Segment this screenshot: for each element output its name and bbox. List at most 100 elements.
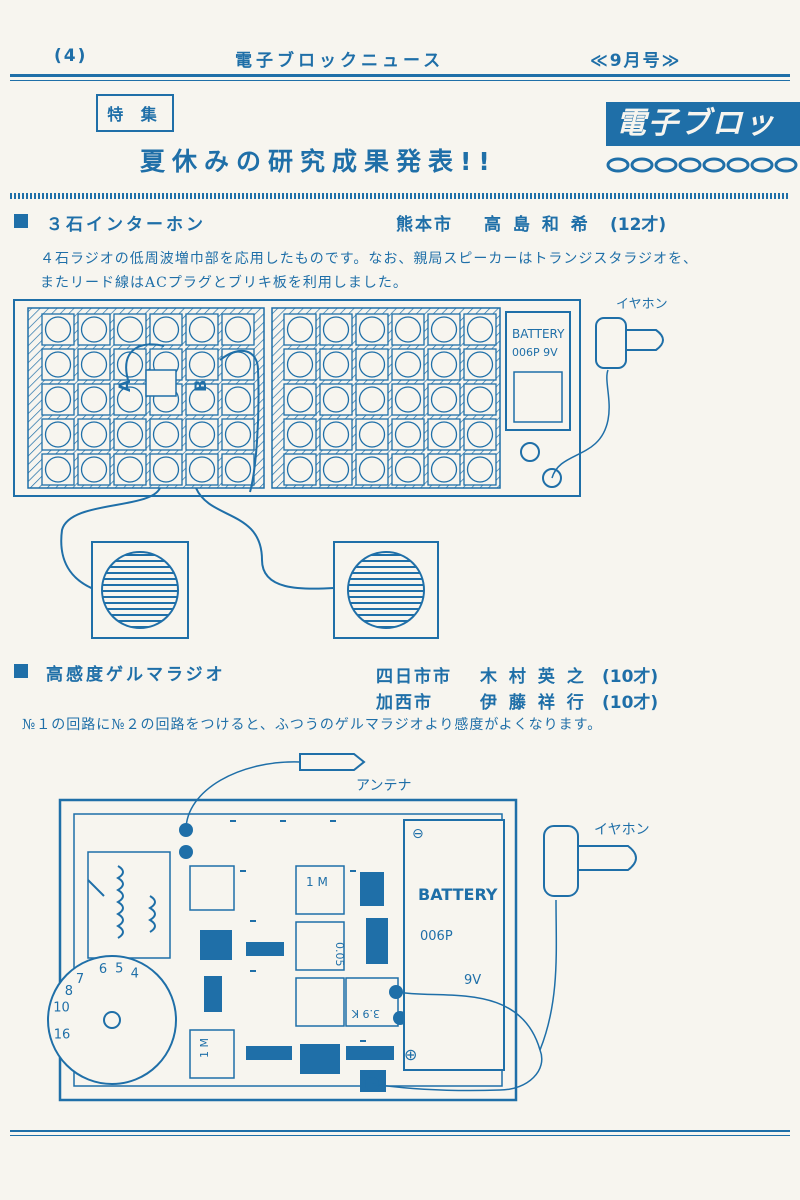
circuit-block [283,348,317,381]
circuit-block [355,418,389,451]
resistor-1m-label: 1 M [198,1038,211,1058]
section2-author2-city: 加西市 [376,693,433,713]
wire-block [204,976,222,1012]
circuit-block [185,348,219,381]
terminal-mark [230,820,236,822]
circuit-block [77,313,111,346]
block-symbol-icon [224,386,252,413]
circuit-block [463,348,497,381]
circuit-block [391,453,425,486]
block-symbol-icon [466,456,494,483]
footer-rule [10,1130,790,1132]
circuit-block [185,453,219,486]
section2-author2-name: 伊 藤 祥 行 [480,693,587,713]
connector-terminal [389,985,403,999]
circuit-block [77,348,111,381]
block-symbol-icon [322,421,350,448]
block-symbol-icon [358,386,386,413]
block-symbol-icon [358,351,386,378]
block-symbol-icon [224,316,252,343]
switch-b-label: B [191,380,210,392]
dial-center [103,1011,121,1029]
wire-block [246,1046,292,1060]
block-symbol-icon [44,456,72,483]
block-symbol-icon [44,351,72,378]
dial-label: 4 [131,966,139,981]
feature-headline: 夏休みの研究成果発表!! [140,147,497,176]
block-symbol-icon [358,421,386,448]
dial-label: 16 [54,1027,71,1042]
circuit-block [355,348,389,381]
block-symbol-icon [188,456,216,483]
block-symbol-icon [394,386,422,413]
circuit-block [427,348,461,381]
speaker-wire-right [195,487,335,590]
block-symbol-icon [394,316,422,343]
circuit-block [41,313,75,346]
battery-plus-icon: ⊕ [404,1045,417,1064]
switch-a-label: A [115,379,134,392]
circuit-block [283,313,317,346]
wire-block [200,930,232,960]
wire-block [300,1044,340,1074]
block-symbol-icon [286,351,314,378]
section1-description-line1: ４石ラジオの低周波増巾部を応用したものです。なお、親局スピーカーはトランジスタラ… [40,251,699,267]
antenna-label: アンテナ [356,778,411,794]
battery-006p [403,819,505,1071]
block-symbol-icon [152,456,180,483]
block-symbol-icon [430,421,458,448]
chain-link-icon [774,157,798,173]
battery-9v [505,311,571,431]
capacitor-block [295,921,345,971]
block-symbol-icon [466,316,494,343]
terminal-mark [360,1040,366,1042]
block-symbol-icon [430,456,458,483]
header-rule [10,74,790,77]
section2-author1-age: (10才) [602,667,659,687]
resistor-block [295,865,345,915]
circuit-block [149,418,183,451]
dial-label: 5 [115,962,123,977]
block-symbol-icon [80,386,108,413]
block-symbol-icon [188,316,216,343]
circuit-block [149,313,183,346]
circuit-block [463,418,497,451]
block-symbol-icon [116,351,144,378]
earphone-cord [371,991,543,1092]
circuit-block [463,383,497,416]
block-symbol-icon [286,386,314,413]
speaker-grill-icon [101,551,179,629]
terminal-mark [280,820,286,822]
section1-age: (12才) [610,215,667,235]
dial-label: 7 [76,972,84,987]
circuit-block [41,418,75,451]
terminal-mark [250,970,256,972]
block-symbol-icon [394,351,422,378]
circuit-block [319,348,353,381]
block-symbol-icon [394,421,422,448]
block-symbol-icon [358,456,386,483]
brand-chain-ornament [606,157,798,173]
footer-rule-thin [10,1135,790,1136]
coil-icon [116,865,124,939]
section2-author1-city: 四日市市 [376,667,452,687]
circuit-block [77,418,111,451]
chain-link-icon [750,157,774,173]
section-divider [10,193,790,199]
tuning-dial [47,955,177,1085]
diode-block [189,865,235,911]
section1-city: 熊本市 [396,215,453,235]
block-symbol-icon [466,386,494,413]
circuit-block [319,418,353,451]
earphone-label: イヤホン [616,297,668,312]
feature-tag: 特 集 [96,94,174,132]
block-symbol-icon [322,351,350,378]
dial-label: 10 [53,1000,70,1015]
section-bullet [14,664,28,678]
block-symbol-icon [44,386,72,413]
earphone-icon [543,825,579,897]
circuit-block [427,418,461,451]
circuit-block [463,313,497,346]
earphone-plug [625,329,664,351]
connector-terminal [179,845,193,859]
